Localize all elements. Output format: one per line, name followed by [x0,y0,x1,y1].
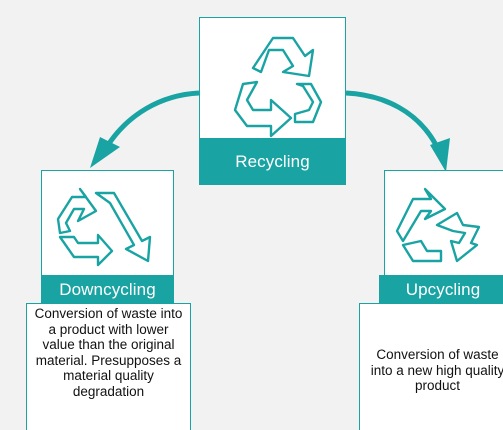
downcycling-card: Downcycling [41,170,174,304]
recycling-card: Recycling [199,17,346,185]
upcycling-description: Conversion of waste into a new high qual… [359,303,503,430]
arrow-head-downcycling [90,137,120,168]
recycle-three-arrows-icon [233,36,323,138]
arrow-head-upcycling [430,138,450,172]
downcycle-arrows-icon [56,187,152,267]
downcycling-label: Downcycling [41,275,174,304]
arrow-to-downcycling [105,90,200,147]
upcycling-card: Upcycling [379,170,503,304]
downcycling-description: Conversion of waste into a product with … [26,303,191,430]
arrow-to-upcycling [345,90,439,147]
recycling-label: Recycling [199,138,346,185]
upcycle-arrows-icon [395,187,481,263]
upcycling-label: Upcycling [379,275,503,304]
